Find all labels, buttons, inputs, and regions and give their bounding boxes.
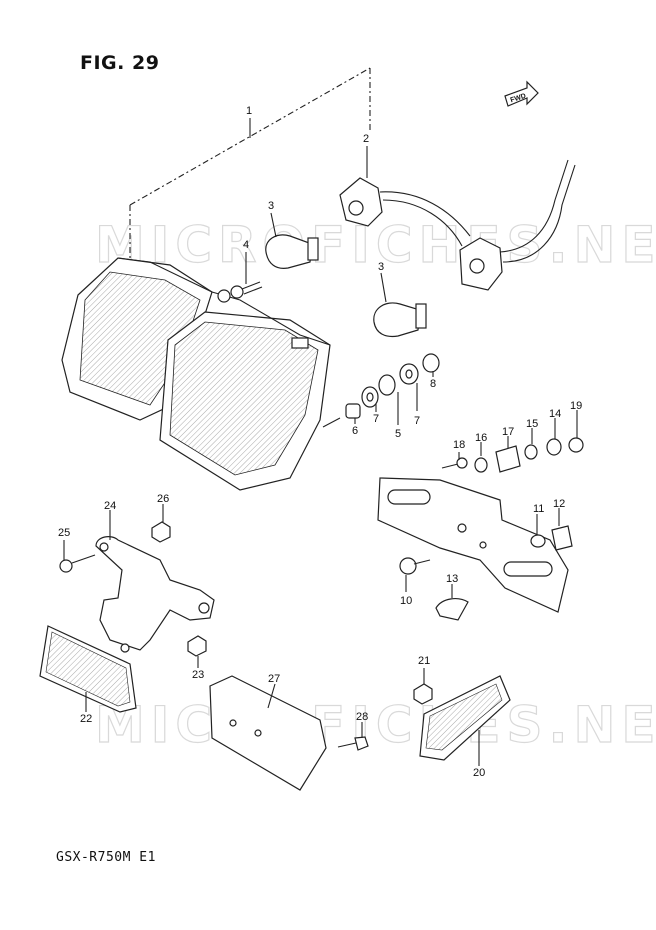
callout-18: 18 <box>453 439 465 451</box>
callout-20: 20 <box>473 767 485 779</box>
callout-16: 16 <box>475 432 487 444</box>
callout-22: 22 <box>80 713 92 725</box>
nut-21 <box>413 683 433 705</box>
screw-25 <box>59 554 96 573</box>
callout-19: 19 <box>570 400 582 412</box>
socket-cord-assembly <box>339 159 576 291</box>
plate-hardware <box>441 437 584 473</box>
bolt-28 <box>337 736 369 751</box>
callout-1: 1 <box>246 105 252 117</box>
callout-23: 23 <box>192 669 204 681</box>
callout-27: 27 <box>268 673 280 685</box>
callout-25: 25 <box>58 527 70 539</box>
bulb-upper <box>265 234 319 269</box>
callout-11: 11 <box>533 503 544 515</box>
tail-lamp-assembly <box>61 257 331 491</box>
fwd-label: FWD <box>510 93 527 105</box>
callout-15: 15 <box>526 418 538 430</box>
callout-28: 28 <box>356 711 368 723</box>
callout-14: 14 <box>549 408 561 420</box>
rubber-piece-13 <box>435 598 469 621</box>
callout-7-left: 7 <box>373 413 379 425</box>
reflector-bracket-left <box>95 536 215 653</box>
mounting-hardware <box>322 353 440 428</box>
watermark-bottom: MICROFICHES.NET <box>95 696 656 754</box>
model-code: GSX-R750M E1 <box>56 850 156 865</box>
callout-21: 21 <box>418 655 430 667</box>
callout-13: 13 <box>446 573 458 585</box>
callout-26: 26 <box>157 493 169 505</box>
assembly-bracket-line <box>129 67 371 265</box>
callout-12: 12 <box>553 498 565 510</box>
license-plate-bracket <box>377 477 573 613</box>
screw-4 <box>230 281 263 299</box>
forward-arrow-icon: FWD <box>504 80 539 107</box>
callout-labels: 1 2 3 3 4 5 6 7 7 8 10 11 12 13 14 15 16… <box>58 105 582 779</box>
reflector-right <box>419 675 511 761</box>
callout-10: 10 <box>400 595 412 607</box>
nut-26 <box>151 521 171 543</box>
callout-7-right: 7 <box>414 415 420 427</box>
callout-17: 17 <box>502 426 514 438</box>
reflector-left <box>39 625 137 713</box>
callout-6: 6 <box>352 425 358 437</box>
bulb-lower <box>373 302 427 338</box>
callout-4: 4 <box>243 239 249 251</box>
figure-title: FIG. 29 <box>80 52 160 74</box>
callout-5: 5 <box>395 428 401 440</box>
leader-lines <box>63 146 578 766</box>
reflector-center <box>209 675 327 791</box>
callout-2: 2 <box>363 133 369 145</box>
nut-23 <box>187 635 207 657</box>
callout-8: 8 <box>430 378 436 390</box>
callout-3-lower: 3 <box>378 261 384 273</box>
callout-24: 24 <box>104 500 116 512</box>
callout-3-upper: 3 <box>268 200 274 212</box>
watermark-top: MICROFICHES.NET <box>95 216 656 274</box>
